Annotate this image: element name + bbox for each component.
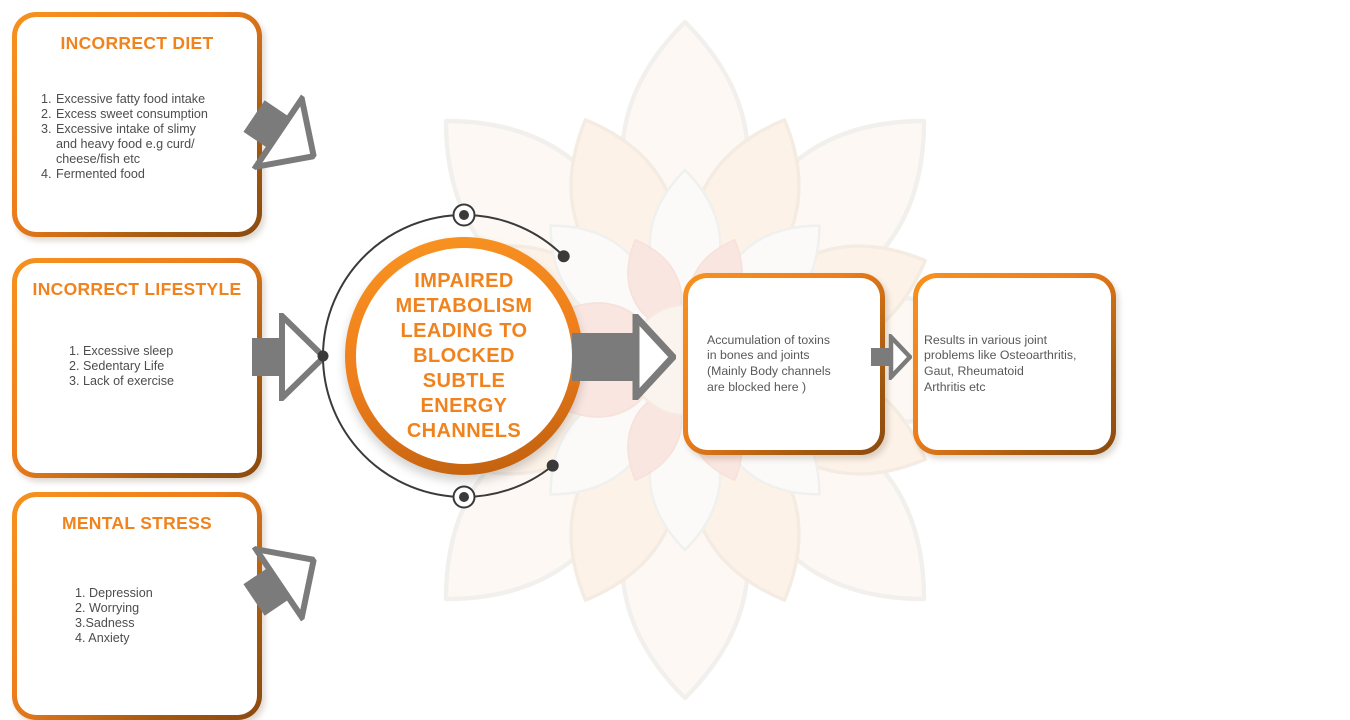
- toxin-accumulation-text: Accumulation of toxins in bones and join…: [707, 332, 831, 394]
- orbit-circle-decoration: [317, 203, 570, 509]
- arrow-diet-to-center-icon: [243, 91, 318, 171]
- center-circle-label: IMPAIRED METABOLISM LEADING TO BLOCKED S…: [395, 269, 533, 442]
- dot-marker: [557, 250, 570, 263]
- cause-box-mental-stress: MENTAL STRESS 1. Depression 2. Worrying …: [12, 492, 262, 720]
- incorrect-diet-list: 1. Excessive fatty food intake 2. Excess…: [17, 92, 257, 182]
- incorrect-lifestyle-list: 1. Excessive sleep 2. Sedentary Life 3. …: [17, 344, 257, 389]
- center-circle-impaired-metabolism: IMPAIRED METABOLISM LEADING TO BLOCKED S…: [345, 237, 583, 475]
- effect-box-toxin-accumulation: Accumulation of toxins in bones and join…: [683, 273, 885, 455]
- joint-problems-text: Results in various joint problems like O…: [924, 332, 1077, 394]
- list-item: 3. Lack of exercise: [69, 374, 174, 388]
- list-item: 1. Excessive sleep: [69, 344, 174, 358]
- bullseye-bottom-icon: [452, 485, 476, 509]
- list-item: 1. Excessive fatty food intake: [41, 92, 206, 106]
- dot-marker: [317, 350, 329, 362]
- effect-box-joint-problems: Results in various joint problems like O…: [913, 273, 1116, 455]
- list-item: 4. Anxiety: [75, 631, 130, 645]
- arrow-toxins-to-results-icon: [871, 334, 912, 380]
- list-item: 2. Excess sweet consumption: [41, 107, 208, 121]
- mental-stress-list: 1. Depression 2. Worrying 3.Sadness 4. A…: [17, 586, 257, 646]
- arrow-center-to-toxins-icon: [572, 314, 676, 400]
- cause-box-incorrect-diet: INCORRECT DIET 1. Excessive fatty food i…: [12, 12, 262, 237]
- mental-stress-title: MENTAL STRESS: [61, 513, 213, 533]
- arrow-lifestyle-to-center-icon: [252, 313, 326, 401]
- list-item: 2. Sedentary Life: [69, 359, 165, 373]
- list-item: 1. Depression: [75, 586, 153, 600]
- list-item: 3.Sadness: [75, 616, 135, 630]
- arrow-stress-to-center-icon: [243, 545, 318, 625]
- incorrect-diet-title: INCORRECT DIET: [60, 33, 214, 53]
- list-item: 3. Excessive intake of slimy and heavy f…: [41, 122, 196, 166]
- list-item: 2. Worrying: [75, 601, 140, 615]
- dot-marker: [546, 459, 559, 472]
- cause-box-incorrect-lifestyle: INCORRECT LIFESTYLE 1. Excessive sleep 2…: [12, 258, 262, 478]
- bullseye-top-icon: [452, 203, 476, 227]
- list-item: 4. Fermented food: [41, 167, 145, 181]
- incorrect-lifestyle-title: INCORRECT LIFESTYLE: [32, 279, 242, 299]
